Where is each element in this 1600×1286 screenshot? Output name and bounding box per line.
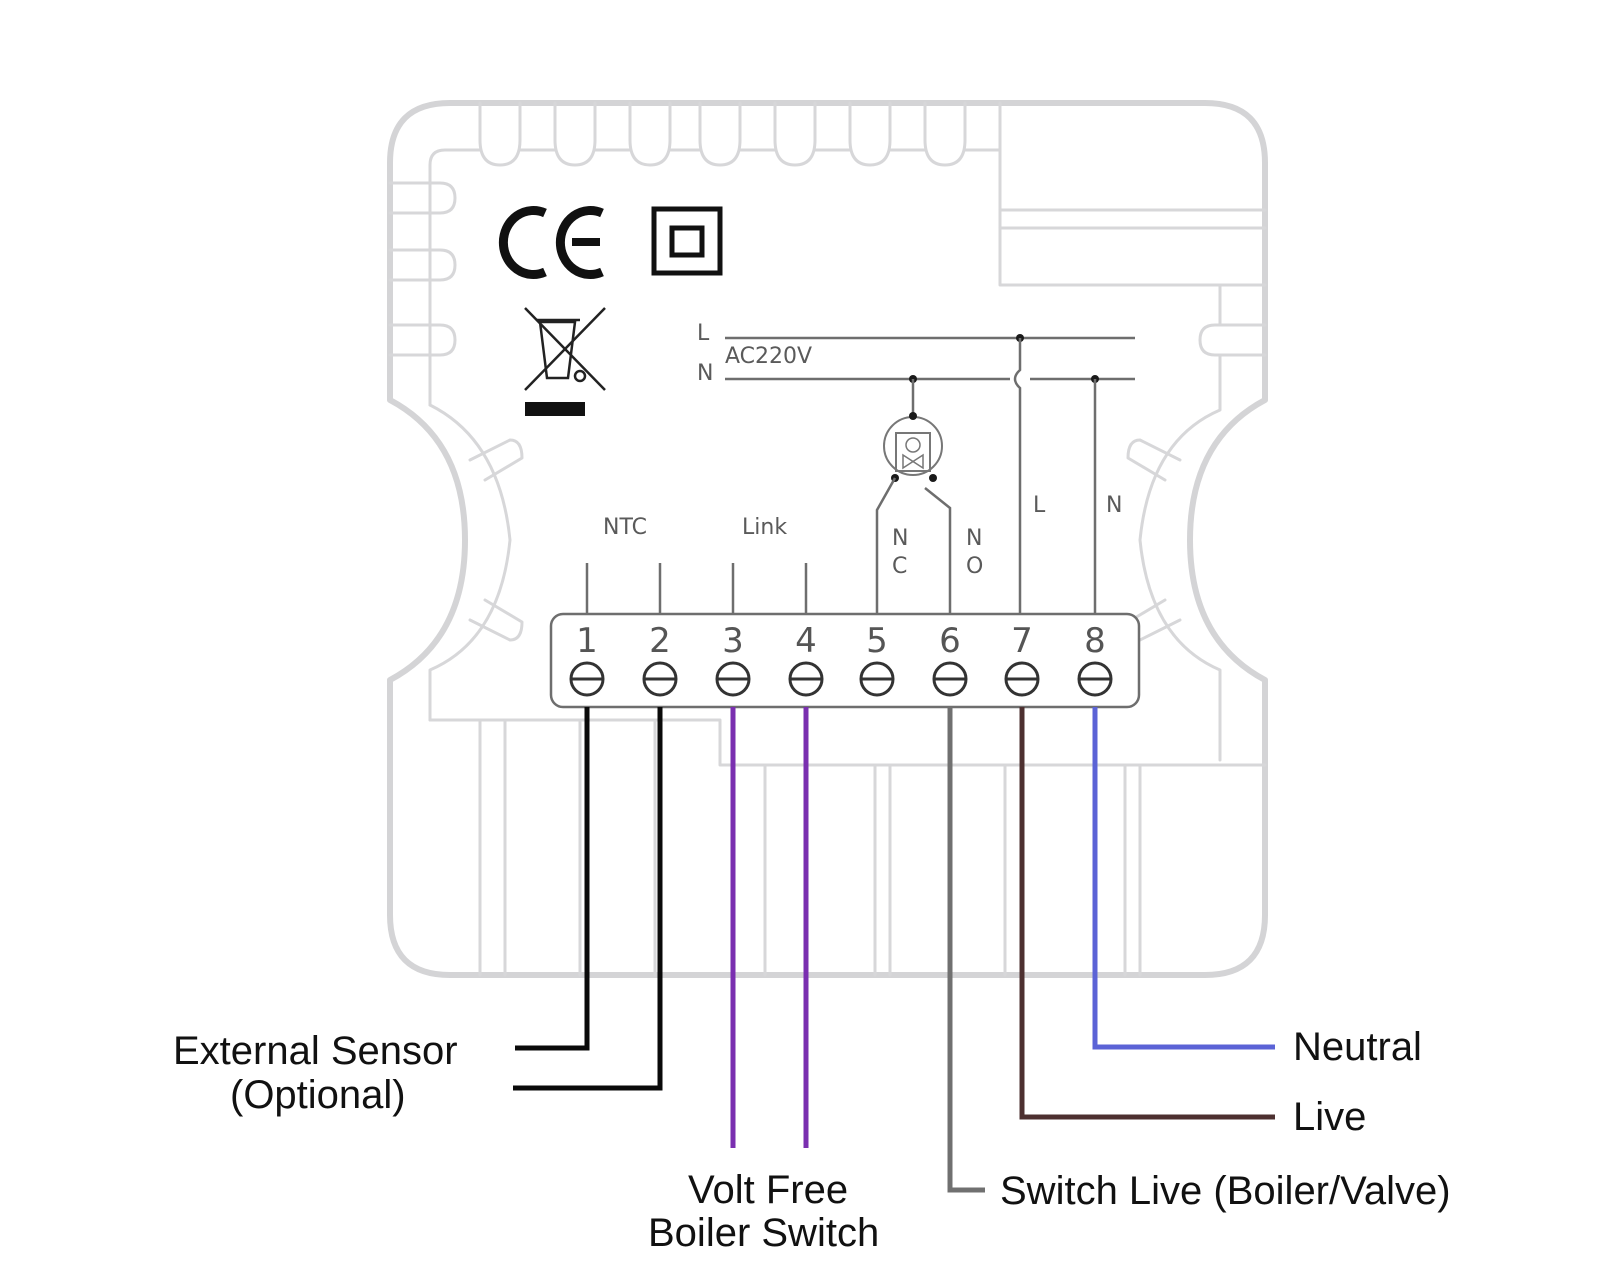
external-sensor-wire-2: [513, 707, 663, 1091]
terminals-group: 1 2 3 4 5 6 7 8: [569, 621, 1113, 697]
external-sensor-label-line-1: External Sensor: [173, 1029, 458, 1073]
external-sensor-wire-1: [515, 707, 590, 1051]
terminal-number: 8: [1084, 621, 1106, 661]
wires-group: [513, 707, 1275, 1193]
supply-n-label: N: [697, 361, 713, 386]
terminal-number: 5: [866, 621, 888, 661]
live-wire: [1019, 707, 1275, 1120]
terminal-number: 7: [1011, 621, 1033, 661]
ntc-label: NTC: [603, 515, 647, 540]
live-label: Live: [1293, 1095, 1366, 1139]
supply-bus: L N AC220V: [697, 321, 1135, 620]
switch-live-label: Switch Live (Boiler/Valve): [1000, 1169, 1451, 1213]
link-label: Link: [742, 515, 787, 540]
terminal-number: 2: [649, 621, 671, 661]
supply-l-label: L: [697, 321, 710, 346]
terminal-4: 4: [788, 621, 824, 697]
nc-label-c: C: [892, 554, 907, 579]
terminal-5: 5: [859, 621, 895, 697]
terminal-8: 8: [1077, 621, 1113, 697]
terminal-3: 3: [715, 621, 751, 697]
terminal-7-feed: [1013, 338, 1022, 620]
terminal-number: 6: [939, 621, 961, 661]
supply-voltage-label: AC220V: [725, 344, 812, 369]
terminal-number: 3: [722, 621, 744, 661]
switch-live-wire: [947, 707, 985, 1193]
nc-label-n: N: [892, 526, 908, 551]
thermostat-housing: [387, 100, 1268, 978]
terminal-number: 4: [795, 621, 817, 661]
terminal-5-nc-feed: [875, 477, 897, 620]
class-ii-double-insulation-icon: [651, 206, 723, 276]
terminal-2: 2: [642, 621, 678, 697]
terminal-block: [549, 612, 1141, 709]
volt-free-label-line-2: Boiler Switch: [648, 1211, 879, 1255]
terminal-6: 6: [932, 621, 968, 697]
l-label: L: [1033, 493, 1046, 518]
motorised-valve-icon: [883, 412, 943, 482]
weee-bin-icon: [524, 307, 606, 416]
n-label: N: [1106, 493, 1122, 518]
neutral-label: Neutral: [1293, 1025, 1422, 1069]
external-sensor-label-line-2: (Optional): [230, 1073, 406, 1117]
terminal-6-no-feed: [924, 487, 952, 620]
neutral-wire: [1092, 707, 1275, 1050]
volt-free-label-line-1: Volt Free: [688, 1168, 848, 1212]
terminal-1: 1: [569, 621, 605, 697]
no-label-o: O: [966, 554, 983, 579]
no-label-n: N: [966, 526, 982, 551]
ce-mark-icon: [498, 206, 604, 279]
terminal-number: 1: [576, 621, 598, 661]
terminal-7: 7: [1004, 621, 1040, 697]
